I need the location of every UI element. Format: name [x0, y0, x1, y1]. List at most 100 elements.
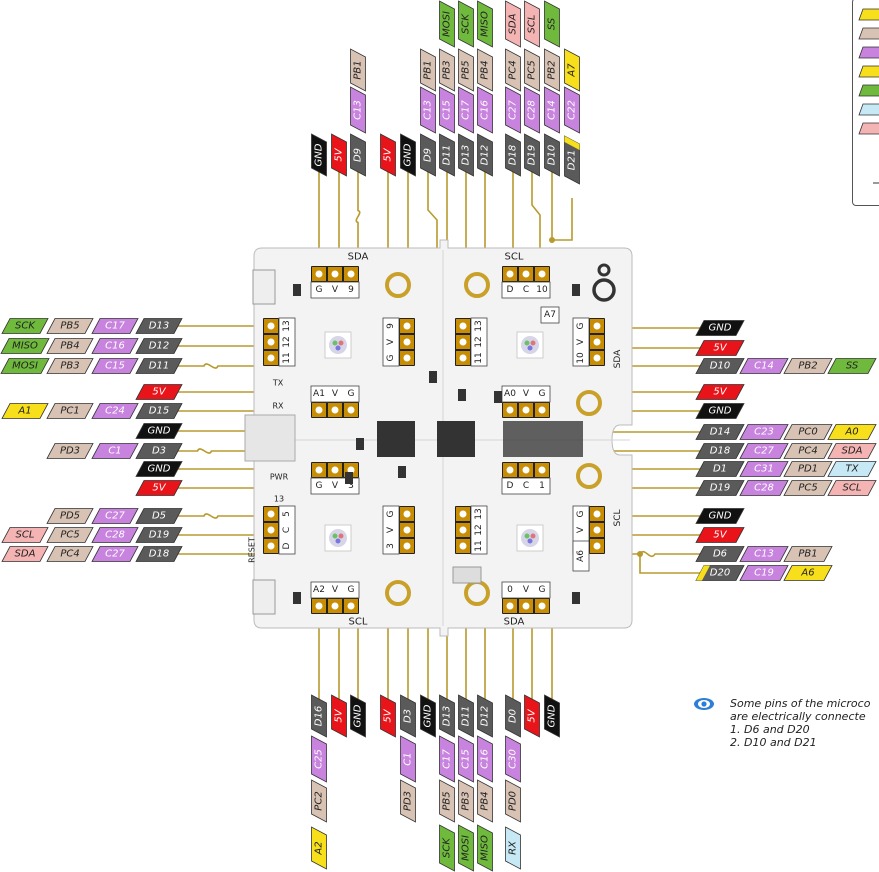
brand-logo	[597, 263, 611, 277]
pin-tag-text: PB4	[480, 60, 491, 79]
pin-tag-d1: D1	[695, 461, 745, 477]
pin-tag-d12: D12	[135, 338, 183, 354]
pin-tag-text: C1	[403, 752, 414, 765]
pin-tag-5v: 5V	[380, 133, 396, 177]
pin-tag-shape	[380, 694, 396, 738]
header-pin-hole	[593, 542, 601, 550]
crystal	[452, 566, 482, 584]
junction-dot	[549, 237, 555, 243]
pin-tag-text: PC1	[60, 406, 79, 417]
pin-tag-text: MISO	[480, 835, 491, 861]
pin-tag-d13: D13	[458, 133, 474, 177]
header-pin-hole	[347, 602, 355, 610]
header-label-box	[540, 306, 560, 324]
pin-tag-text: GND	[423, 704, 434, 727]
pin-tag-pc1: PC1	[46, 403, 94, 419]
pin-tag-d3: D3	[400, 694, 416, 738]
pin-tag-text: C13	[754, 549, 774, 560]
pin-tag-shape	[91, 358, 139, 374]
pin-tag-text: C27	[508, 100, 519, 120]
pin-tag-pd3: PD3	[400, 779, 416, 823]
pin-tag-text: C15	[461, 749, 472, 769]
header-pin-label: 11	[282, 352, 292, 363]
pin-tag-c28: C28	[91, 527, 139, 543]
header-pin-label: A2	[313, 585, 325, 595]
pin-tag-scl: SCL	[524, 0, 540, 48]
pin-tag-miso: MISO	[0, 338, 50, 354]
smd-component	[345, 472, 353, 484]
header-label-box	[310, 281, 360, 299]
header-pin-hole	[593, 526, 601, 534]
pin-tag-5v: 5V	[135, 480, 183, 496]
header-pin-label: 5	[282, 511, 292, 517]
header-pin-hole	[593, 322, 601, 330]
note-line-4: 2. D10 and D21	[730, 736, 817, 749]
pin-tag-c23: C23	[739, 424, 789, 440]
pin-tag-shape	[439, 48, 455, 92]
pin-tag-shape	[505, 779, 521, 823]
pin-tag-a6: A6	[783, 565, 833, 581]
pin-tag-shape	[46, 403, 94, 419]
legend-panel	[852, 0, 879, 206]
header-pin-label: D	[507, 285, 514, 295]
pin-tag-text: C28	[754, 483, 774, 494]
pin-tag-text: PB1	[423, 60, 434, 79]
pin-tag-text: GND	[709, 323, 732, 334]
header-label-box	[572, 540, 590, 572]
wire	[159, 363, 263, 369]
pin-tag-pc4: PC4	[505, 48, 521, 92]
header-label-box	[501, 281, 551, 299]
pin-tag-shape	[350, 694, 366, 738]
header-pin-label: A0	[504, 389, 516, 399]
pin-tag-c28: C28	[739, 480, 789, 496]
pin-tag-text: D20	[710, 568, 730, 579]
pin-tag-mosi: MOSI	[458, 824, 474, 872]
pin-tag-shape	[505, 735, 521, 783]
pin-tag-text: D1	[713, 464, 727, 475]
pin-tag-shape	[783, 358, 833, 374]
header-pin-label: 9	[348, 285, 354, 295]
pin-tag-text: PB3	[461, 791, 472, 810]
board-label-pwr: PWR	[270, 473, 289, 482]
pin-tag-shape	[91, 338, 139, 354]
pin-tag-tx: TX	[827, 461, 877, 477]
pin-tag-pb4: PB4	[477, 48, 493, 92]
header-pin-hole	[522, 466, 530, 474]
pin-tag-text: PB3	[442, 60, 453, 79]
pin-tag-c15: C15	[458, 735, 474, 783]
pin-tag-shape	[739, 443, 789, 459]
pin-tag-shape	[477, 0, 493, 48]
header-pin-hole	[522, 602, 530, 610]
header-pin-label: G	[386, 510, 396, 517]
pin-tag-pc5: PC5	[524, 48, 540, 92]
pin-tag-shape	[311, 779, 327, 823]
pin-tag-c15: C15	[91, 358, 139, 374]
pin-tag-d21: D21	[564, 135, 580, 185]
pin-tag-shape	[135, 358, 183, 374]
pin-tag-text: D18	[710, 446, 730, 457]
pin-tag-text: D10	[710, 361, 730, 372]
pin-tag-text: PC5	[527, 60, 538, 79]
pin-tag-mosi: MOSI	[439, 0, 455, 48]
pin-tag-text: 5V	[527, 708, 538, 722]
pin-tag-text: C15	[442, 100, 453, 120]
pin-tag-5v: 5V	[331, 133, 347, 177]
pin-tag-shape	[400, 735, 416, 783]
pin-tag-shape	[135, 338, 183, 354]
mounting-hole	[385, 580, 411, 606]
pin-tag-shape	[331, 133, 347, 177]
header-pin-label: G	[348, 585, 355, 595]
header-pin-label: 1	[539, 481, 545, 491]
pin-tag-shape	[827, 443, 877, 459]
pin-tag-5v: 5V	[695, 340, 745, 356]
pin-tag-gnd: GND	[135, 461, 183, 477]
pin-tag-text: PD3	[403, 791, 414, 811]
pin-tag-pd0: PD0	[505, 779, 521, 823]
pin-tag-c16: C16	[91, 338, 139, 354]
pin-tag-shape	[827, 480, 877, 496]
